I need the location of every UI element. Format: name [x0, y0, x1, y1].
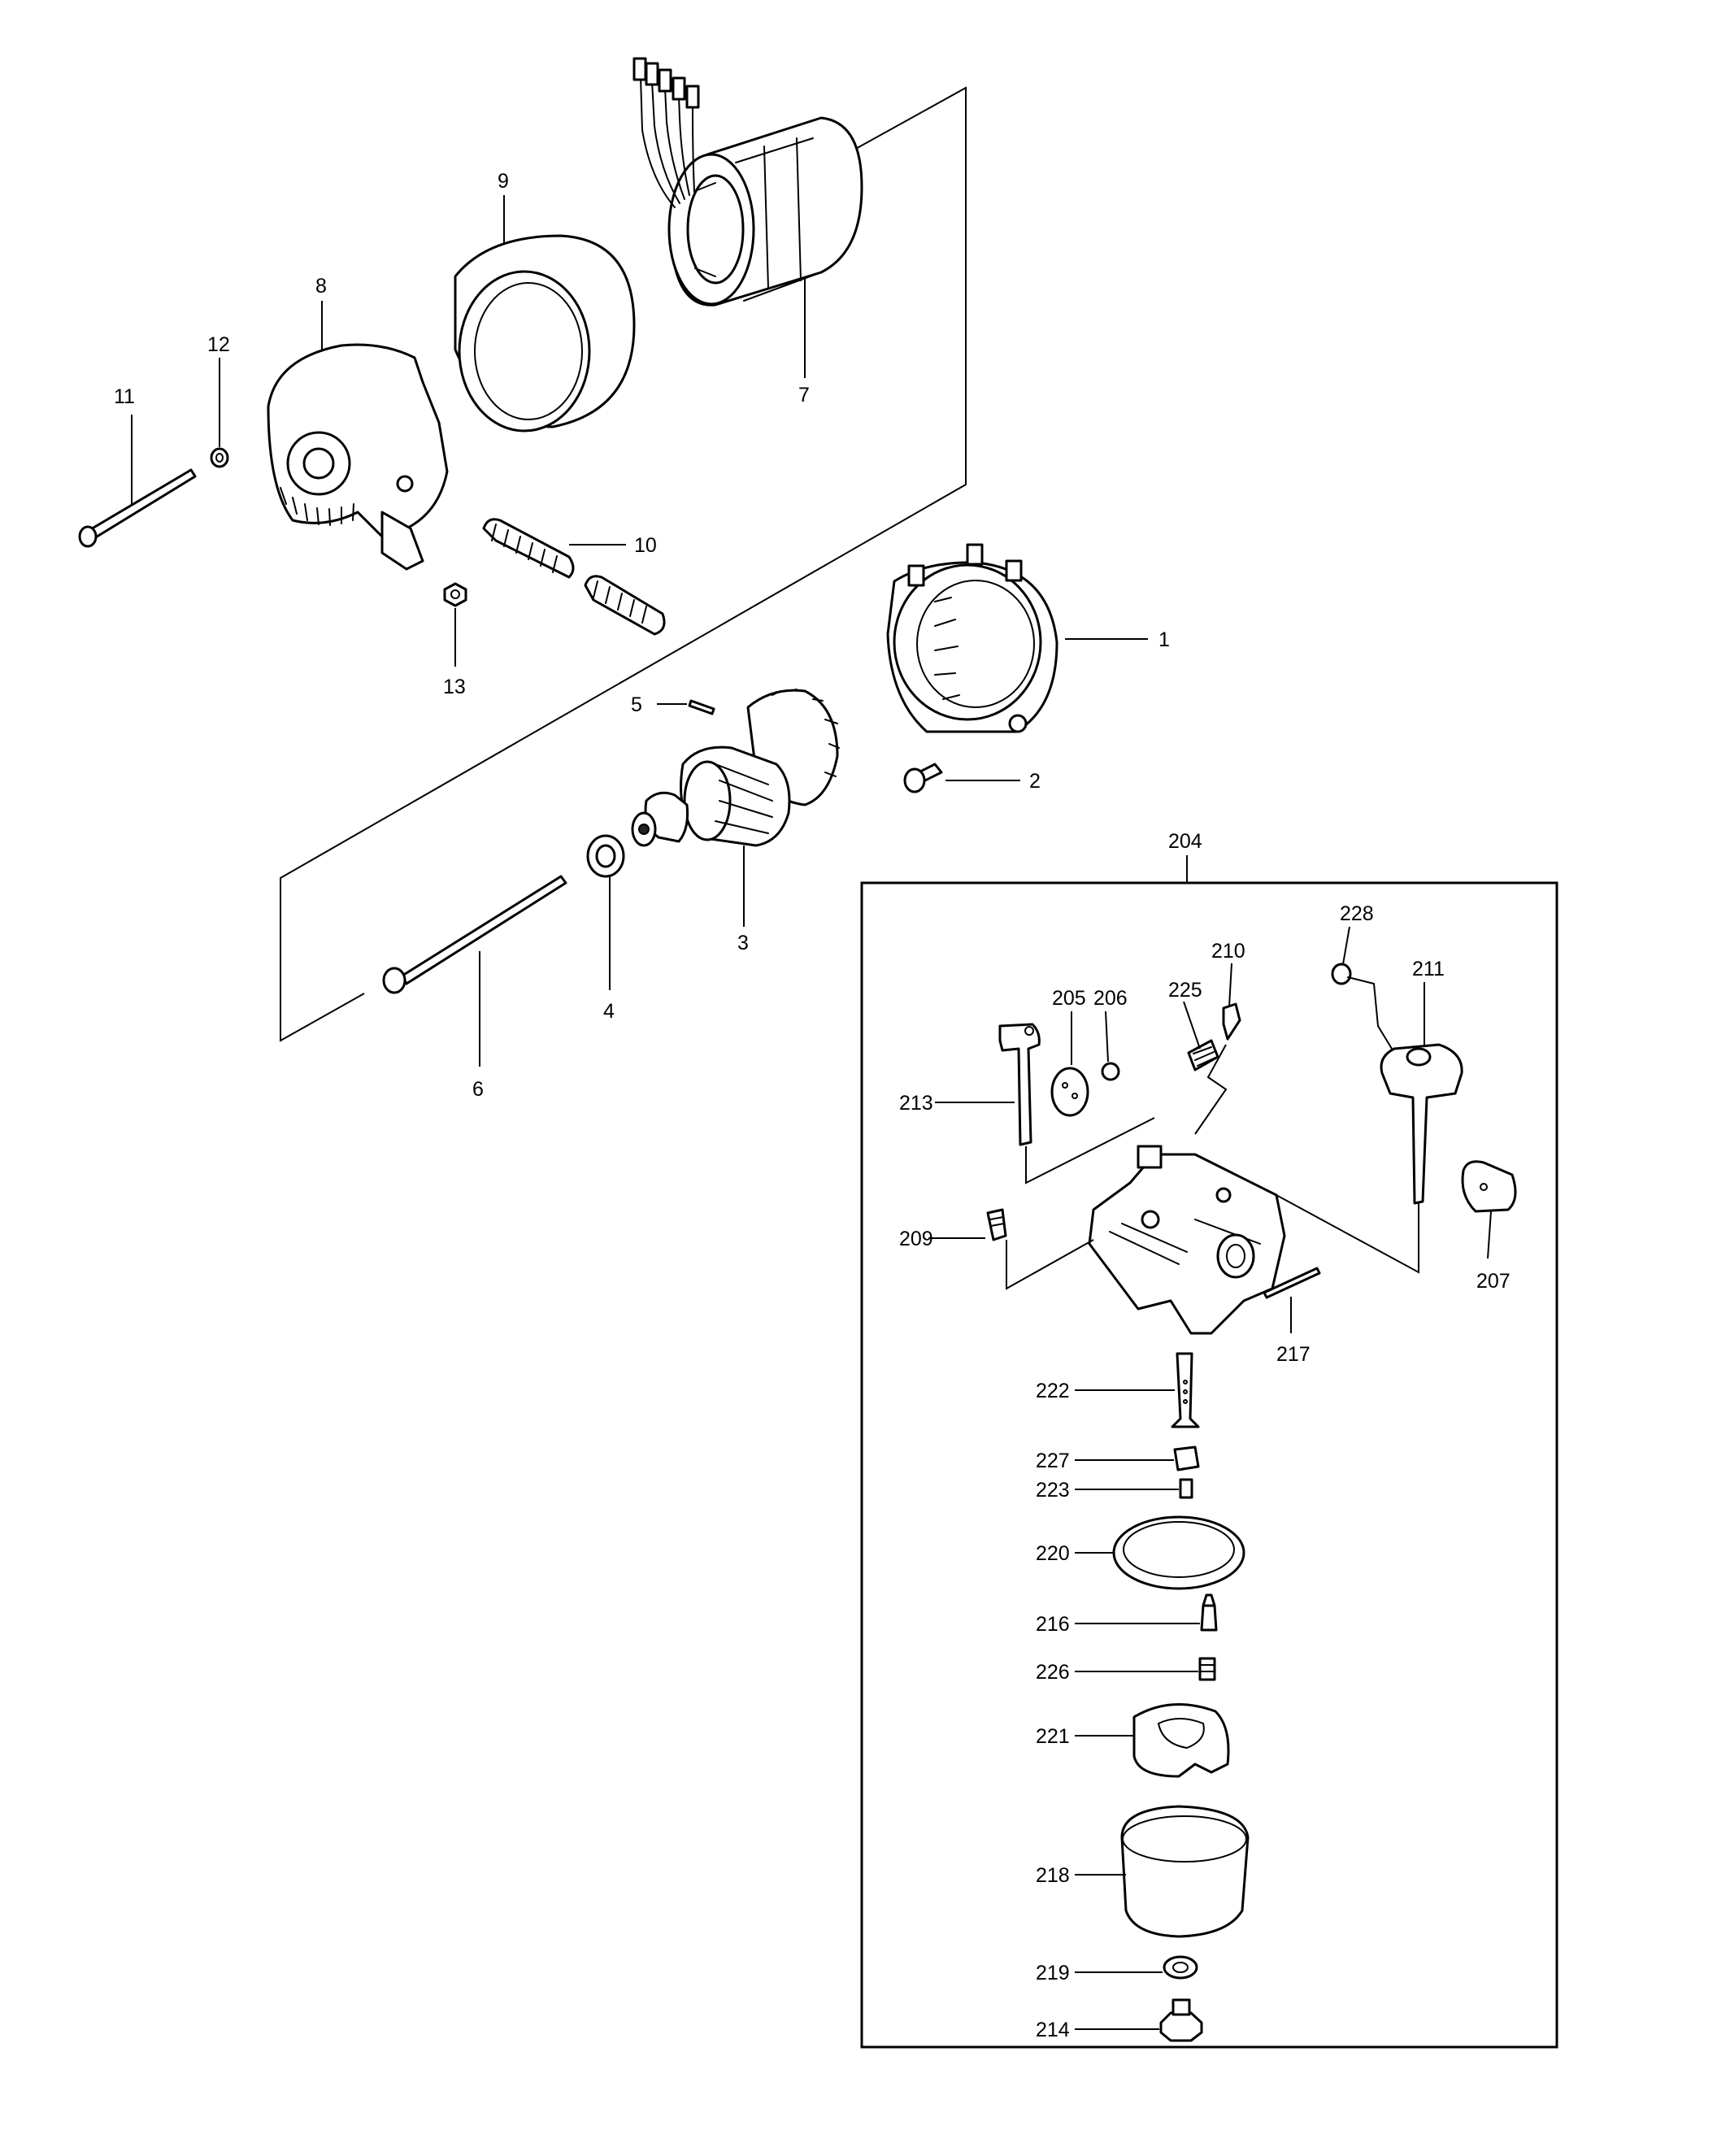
carburetor-assembly-lines — [1006, 1044, 1419, 1290]
label-part-5: 5 — [631, 693, 642, 716]
part-number-labels: 1 2 3 4 5 6 7 8 9 10 11 12 13 204 205 20… — [114, 170, 1511, 2041]
label-part-3: 3 — [737, 932, 749, 954]
label-part-9: 9 — [498, 170, 509, 193]
part-216-needle — [1200, 1593, 1218, 1632]
label-part-210: 210 — [1211, 940, 1245, 963]
label-part-206: 206 — [1093, 987, 1128, 1010]
label-part-219: 219 — [1036, 1962, 1070, 1984]
carburetor-kit-frame — [860, 855, 1558, 2049]
part-209-idle-needle — [986, 1208, 1007, 1241]
label-part-221: 221 — [1036, 1725, 1070, 1748]
part-221-float — [1132, 1703, 1230, 1778]
part-4-bearing — [586, 834, 625, 878]
part-7-stator — [632, 57, 863, 306]
label-part-8: 8 — [315, 275, 327, 298]
leader-lines — [131, 195, 1492, 2030]
part-213-throttle-shaft — [998, 1023, 1041, 1146]
part-207-plate — [1461, 1160, 1517, 1213]
label-part-225: 225 — [1168, 979, 1202, 1002]
label-part-7: 7 — [798, 384, 810, 406]
part-220-gasket — [1112, 1515, 1245, 1590]
part-11-bolt — [78, 468, 197, 548]
part-223-jet — [1179, 1478, 1193, 1499]
label-part-220: 220 — [1036, 1542, 1070, 1565]
label-part-209: 209 — [899, 1228, 933, 1250]
part-6-through-bolt — [382, 875, 567, 994]
part-226-spring — [1198, 1657, 1216, 1681]
carburetor-body — [1088, 1145, 1286, 1335]
label-part-205: 205 — [1052, 987, 1086, 1010]
part-2-bolt — [903, 763, 943, 793]
part-227-nut — [1173, 1445, 1200, 1471]
label-part-213: 213 — [899, 1092, 933, 1115]
generator-assembly-boundary — [280, 86, 967, 1042]
label-part-214: 214 — [1036, 2019, 1070, 2041]
label-part-204: 204 — [1168, 830, 1202, 853]
label-part-11: 11 — [114, 385, 135, 408]
part-218-float-bowl — [1120, 1805, 1250, 1938]
label-part-207: 207 — [1476, 1270, 1511, 1293]
label-part-1: 1 — [1158, 628, 1170, 651]
label-part-223: 223 — [1036, 1479, 1070, 1502]
label-part-222: 222 — [1036, 1380, 1070, 1402]
label-part-13: 13 — [443, 676, 466, 698]
label-part-227: 227 — [1036, 1450, 1070, 1472]
part-5-pin — [688, 699, 715, 715]
part-222-main-nozzle — [1171, 1352, 1200, 1428]
part-217-pin — [1263, 1267, 1321, 1299]
part-8-end-cover — [267, 343, 449, 571]
label-part-226: 226 — [1036, 1661, 1070, 1684]
part-206-screw — [1101, 1062, 1120, 1081]
part-210-screw — [1222, 1002, 1241, 1041]
label-part-4: 4 — [603, 1000, 615, 1023]
label-part-10: 10 — [634, 534, 657, 557]
part-228-screw — [1331, 963, 1375, 985]
part-225-spring — [1187, 1039, 1219, 1071]
stator-wire-leads — [632, 57, 700, 208]
part-9-ring — [454, 234, 636, 433]
label-part-216: 216 — [1036, 1613, 1070, 1636]
part-214-bowl-bolt — [1159, 1998, 1203, 2042]
label-part-211: 211 — [1412, 958, 1445, 980]
label-part-228: 228 — [1340, 902, 1374, 925]
part-12-nut — [210, 447, 229, 468]
part-1-housing — [886, 543, 1058, 733]
label-part-6: 6 — [472, 1078, 484, 1101]
label-part-217: 217 — [1276, 1343, 1311, 1366]
part-13-nut — [443, 582, 467, 607]
part-205-disc — [1050, 1067, 1089, 1117]
part-219-washer — [1163, 1955, 1198, 1980]
label-part-12: 12 — [207, 333, 230, 356]
label-part-2: 2 — [1029, 770, 1041, 793]
part-3-rotor — [631, 689, 840, 847]
label-part-218: 218 — [1036, 1864, 1070, 1887]
part-10-springs — [482, 518, 666, 636]
part-211-choke-lever — [1373, 983, 1463, 1205]
